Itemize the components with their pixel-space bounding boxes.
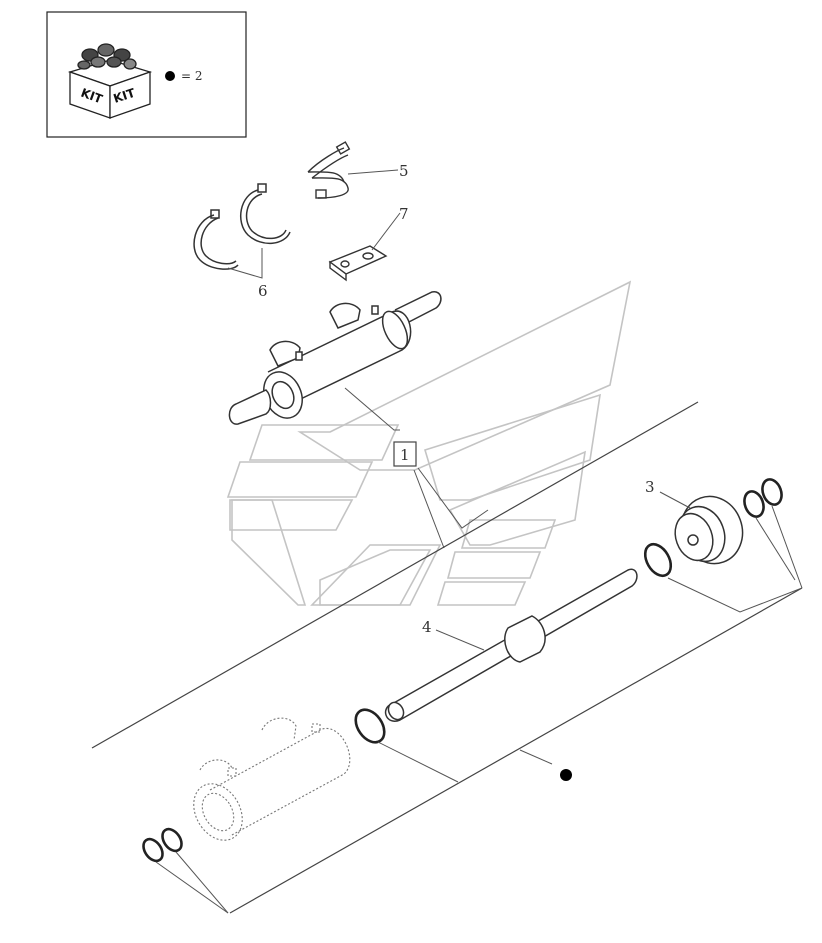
leader-seals-right	[667, 505, 803, 613]
callout-4: 4	[422, 618, 432, 636]
kit-quantity-text: = 2	[181, 69, 203, 83]
leader-1-kit	[417, 467, 489, 529]
ghost-cylinder-tube	[193, 717, 351, 841]
part-3-piston	[674, 495, 744, 565]
callout-6: 6	[258, 282, 268, 300]
callout-7: 7	[399, 205, 409, 223]
leader-seal-middle	[377, 741, 459, 783]
separator-line-left	[91, 401, 699, 749]
kit-legend-box: KIT KIT = 2	[46, 11, 247, 138]
seal-rings-right	[643, 478, 783, 578]
leader-seals-left	[155, 851, 229, 914]
leader-3	[659, 491, 691, 509]
kit-label-right: KIT	[112, 86, 138, 106]
leader-5	[347, 169, 399, 175]
leader-kit-marker	[519, 749, 553, 765]
leader-1-kit-b	[413, 469, 445, 549]
part-7-bracket	[328, 245, 388, 282]
separator-line-right	[229, 587, 803, 914]
part-4-piston-rod	[384, 568, 638, 722]
kit-box-icon	[67, 43, 153, 119]
kit-marker-icon	[165, 71, 175, 81]
leader-7	[371, 212, 401, 251]
kit-marker-bullet	[560, 769, 572, 781]
seal-ring-middle	[354, 708, 386, 744]
callout-1-box	[393, 441, 417, 467]
leader-1	[344, 387, 400, 431]
leader-6	[227, 248, 263, 279]
part-1-cylinder-assembly	[228, 291, 442, 425]
watermark-logo	[226, 280, 632, 606]
callout-5: 5	[399, 162, 409, 180]
part-6-retaining-rings	[193, 183, 291, 270]
part-5-fitting	[307, 141, 351, 199]
leader-4	[435, 629, 485, 651]
seal-rings-left	[142, 827, 183, 863]
callout-3: 3	[645, 478, 655, 496]
callout-1: 1	[400, 446, 410, 464]
